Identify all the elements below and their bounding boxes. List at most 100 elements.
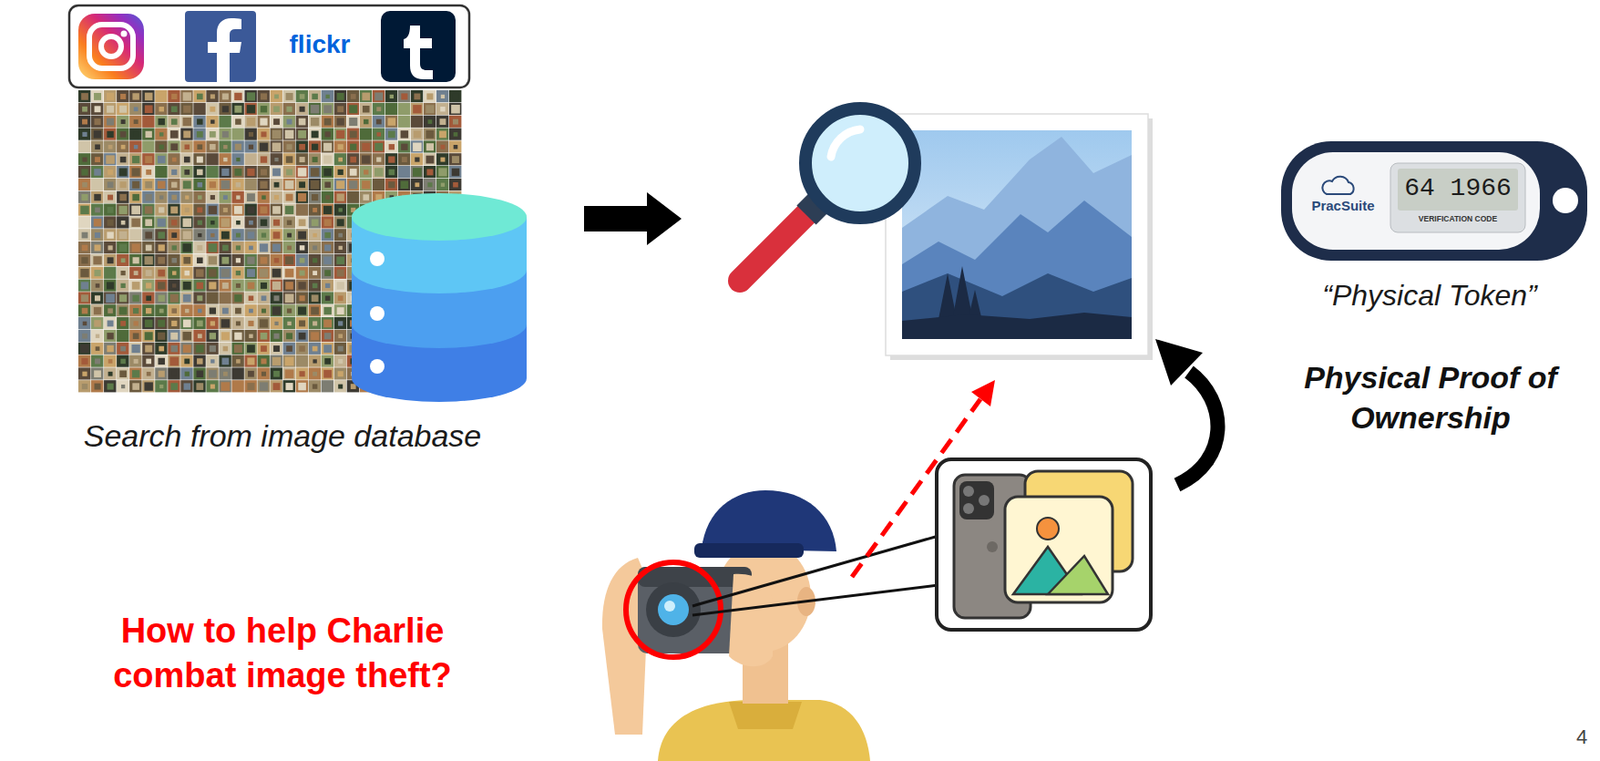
- photographer: [646, 582, 701, 637]
- image-mosaic: [116, 102, 129, 115]
- image-mosaic: [256, 102, 269, 115]
- image-mosaic: [193, 241, 206, 254]
- image-mosaic: [210, 194, 216, 200]
- image-mosaic: [180, 115, 193, 128]
- image-mosaic: [259, 381, 268, 390]
- image-mosaic: [121, 119, 126, 124]
- image-mosaic: [142, 266, 154, 279]
- image-mosaic: [171, 169, 177, 175]
- image-mosaic: [231, 102, 244, 115]
- image-mosaic: [154, 254, 167, 267]
- token-face: [1292, 152, 1540, 250]
- image-mosaic: [260, 155, 267, 163]
- image-mosaic: [91, 90, 103, 103]
- image-mosaic: [205, 215, 218, 228]
- photographer: [728, 574, 773, 667]
- image-mosaic: [145, 245, 153, 252]
- image-mosaic: [170, 332, 178, 340]
- image-mosaic: [256, 90, 269, 103]
- image-mosaic: [260, 168, 267, 175]
- image-mosaic: [221, 318, 231, 328]
- image-mosaic: [193, 228, 206, 241]
- image-mosaic: [218, 102, 231, 115]
- image-mosaic: [311, 130, 319, 138]
- page-number: 4: [1569, 725, 1595, 749]
- image-mosaic: [374, 167, 384, 176]
- image-mosaic: [272, 306, 282, 316]
- image-mosaic: [205, 329, 218, 342]
- image-mosaic: [91, 266, 103, 279]
- image-mosaic: [270, 178, 283, 191]
- image-mosaic: [324, 182, 331, 188]
- image-mosaic: [223, 194, 228, 200]
- image-mosaic: [78, 102, 91, 115]
- image-mosaic: [221, 256, 229, 265]
- image-mosaic: [283, 215, 296, 228]
- image-mosaic: [388, 117, 397, 125]
- image-mosaic: [78, 329, 91, 342]
- image-mosaic: [231, 204, 244, 216]
- display-bezel: [1390, 163, 1526, 233]
- image-mosaic: [312, 383, 318, 389]
- image-mosaic: [169, 357, 179, 367]
- image-mosaic: [120, 131, 127, 138]
- logo-bar: [69, 5, 470, 88]
- image-mosaic: [246, 117, 256, 126]
- database-cylinder: [369, 251, 385, 267]
- image-mosaic: [283, 140, 296, 153]
- image-mosaic: [410, 128, 423, 141]
- image-mosaic: [205, 317, 218, 329]
- image-mosaic: [244, 165, 257, 178]
- image-mosaic: [129, 367, 142, 380]
- image-mosaic: [372, 102, 385, 115]
- image-mosaic: [235, 283, 241, 288]
- image-mosaic: [235, 132, 242, 138]
- image-mosaic: [183, 231, 192, 240]
- image-mosaic: [133, 256, 140, 264]
- image-mosaic: [208, 369, 217, 379]
- image-mosaic: [359, 140, 372, 153]
- image-mosaic: [283, 291, 296, 304]
- image-mosaic: [285, 293, 295, 303]
- image-mosaic: [270, 140, 283, 153]
- image-mosaic: [270, 266, 283, 279]
- image-mosaic: [261, 308, 267, 314]
- image-mosaic: [398, 140, 411, 153]
- image-mosaic: [119, 105, 127, 113]
- image-mosaic: [129, 102, 142, 115]
- image-mosaic: [337, 193, 345, 201]
- mountain-picture: [902, 312, 1132, 339]
- image-mosaic: [323, 155, 332, 165]
- image-mosaic: [234, 369, 243, 379]
- image-mosaic: [296, 291, 308, 304]
- image-mosaic: [248, 144, 254, 150]
- image-mosaic: [363, 119, 369, 124]
- image-mosaic: [146, 371, 152, 377]
- image-mosaic: [209, 332, 216, 339]
- image-mosaic: [116, 228, 129, 241]
- image-mosaic: [321, 304, 334, 317]
- image-mosaic: [231, 342, 244, 355]
- image-mosaic: [425, 155, 434, 165]
- image-mosaic: [348, 180, 358, 189]
- image-mosaic: [272, 168, 281, 177]
- image-mosaic: [270, 379, 283, 392]
- image-mosaic: [398, 153, 411, 165]
- image-mosaic: [337, 92, 345, 101]
- image-mosaic: [129, 266, 142, 279]
- curved-arrow: [1155, 338, 1203, 386]
- image-mosaic: [336, 281, 344, 289]
- image-mosaic: [167, 165, 180, 178]
- image-mosaic: [167, 204, 180, 216]
- image-mosaic: [297, 357, 307, 366]
- image-mosaic: [171, 232, 177, 238]
- image-mosaic: [259, 143, 268, 152]
- image-mosaic: [308, 204, 321, 216]
- image-mosaic: [180, 367, 193, 380]
- image-mosaic: [372, 115, 385, 128]
- image-mosaic: [338, 384, 343, 390]
- image-mosaic: [296, 90, 308, 103]
- image-mosaic: [93, 168, 102, 176]
- image-mosaic: [119, 231, 128, 239]
